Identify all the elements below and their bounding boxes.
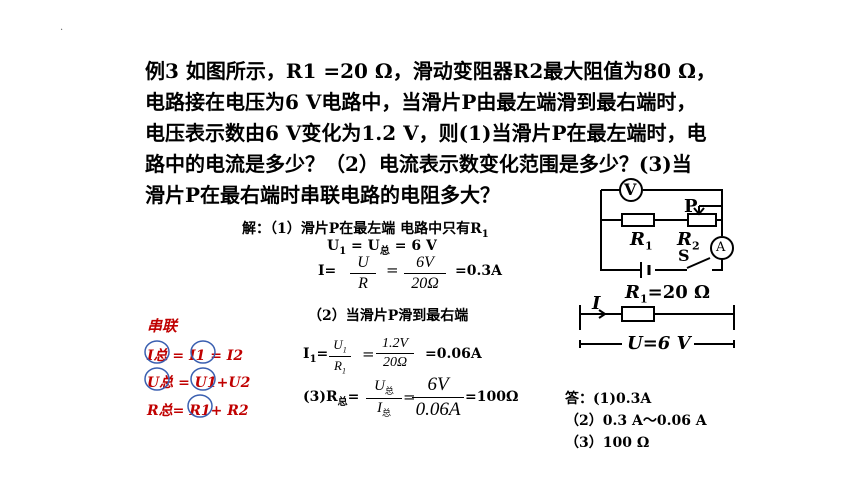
circuit1-left-wire (600, 190, 641, 271)
ammeter-label: A (716, 240, 726, 255)
solution-step1-heading: 解：（1）滑片P在最左端 电路中只有R1 (242, 221, 489, 240)
highlight-circle-u1 (190, 367, 216, 391)
r1-resistor (621, 213, 655, 227)
r-result: =100Ω (465, 389, 519, 405)
problem-line-5: 滑片P在最右端时串联电路的电阻多大？ (145, 183, 501, 207)
circuit-2 (579, 305, 735, 348)
r-label: (3)R总= (303, 389, 360, 408)
highlight-circle-i-total (144, 340, 170, 364)
current-arrow (596, 309, 607, 319)
r1-label: R1 (630, 229, 653, 253)
voltage-span-left (579, 340, 622, 348)
answer-1: 答：(1)0.3A (565, 391, 652, 407)
switch-label: S (678, 246, 690, 265)
slider-p-label: P (684, 196, 698, 217)
problem-line-1: 例3 如图所示，R1 =20 Ω，滑动变阻器R2最大阻值为80 Ω， (145, 59, 716, 83)
r1-value-label: R1=20 Ω (625, 282, 711, 306)
i1-label: I1= (303, 346, 329, 365)
voltmeter-label: V (624, 180, 637, 199)
problem-line-4: 路中的电流是多少？（2）电流表示数变化范围是多少？(3)当 (145, 152, 692, 176)
highlight-circle-u-total (144, 367, 170, 391)
circuit-1 (600, 178, 734, 278)
highlight-circles (144, 340, 216, 418)
i-result: =0.3A (455, 263, 502, 279)
series-title: 串联 (147, 317, 178, 335)
problem-line-2: 电路接在电压为6 V电路中，当滑片P由最左端滑到最右端时， (145, 90, 697, 114)
series-voltage-relation: U总 = U1+U2 (147, 375, 251, 391)
voltage-span-right (694, 340, 735, 348)
r2-label: R2 (677, 229, 700, 253)
answer-2: （2）0.3 A～0.06 A (565, 413, 707, 429)
i1-equals: = (362, 345, 375, 363)
u1-equation: U1 = U总 = 6 V (327, 238, 437, 257)
circuit1-bottom-right-wire (712, 259, 723, 271)
circuit1-right-wire (716, 219, 723, 236)
corner-dot: . (60, 22, 64, 33)
current-label: I (592, 293, 601, 314)
i-equals: = (386, 261, 399, 279)
i-label: I= (318, 263, 337, 279)
solution-step2-heading: （2）当滑片P滑到最右端 (308, 308, 469, 324)
series-current-relation: I总 = I1 = I2 (147, 348, 244, 364)
problem-text: 例3 如图所示，R1 =20 Ω，滑动变阻器R2最大阻值为80 Ω， 电路接在电… (145, 56, 745, 211)
voltage-label: U=6 V (627, 333, 691, 354)
problem-line-3: 电压表示数由6 V变化为1.2 V，则(1)当滑片P在最左端时，电 (145, 121, 707, 145)
switch-blade (686, 257, 711, 269)
highlight-circle-r1 (187, 394, 213, 418)
highlight-circle-i1 (190, 340, 216, 364)
series-resistance-relation: R总= R1+ R2 (147, 403, 249, 419)
r-equals: = (403, 388, 416, 406)
circuit2-resistor (621, 306, 655, 322)
voltmeter-symbol (619, 178, 643, 202)
slider-arrow (693, 206, 705, 216)
i1-result: =0.06A (425, 346, 482, 362)
circuit1-top-wire (601, 189, 723, 220)
answer-3: （3）100 Ω (565, 435, 650, 451)
